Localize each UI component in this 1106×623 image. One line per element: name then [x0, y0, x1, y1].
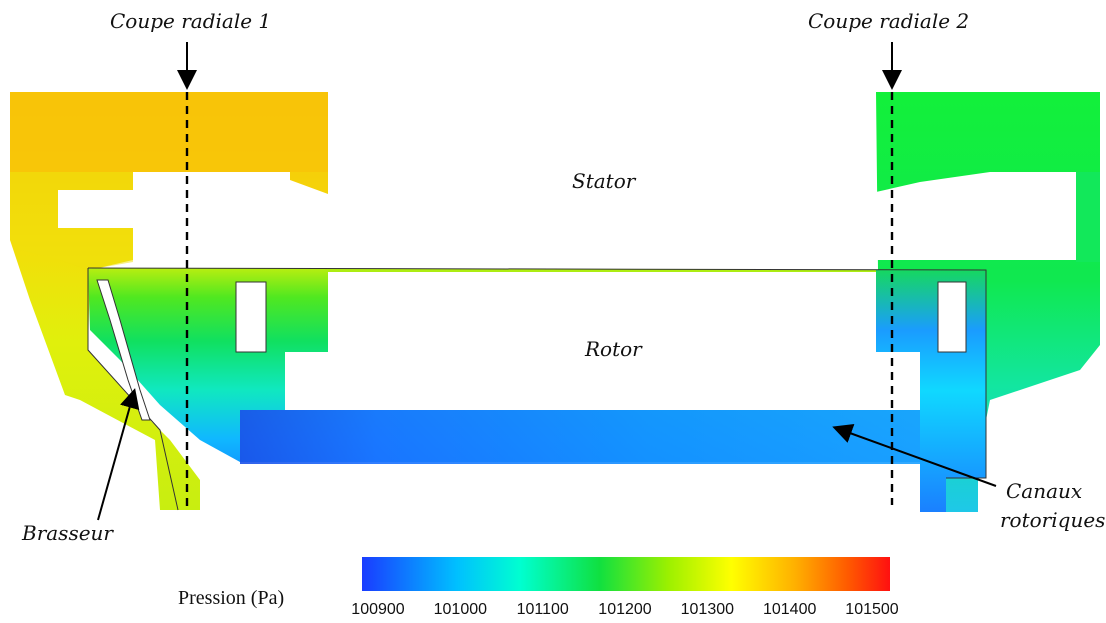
label-section-2: Coupe radiale 2 [808, 9, 969, 33]
label-channels-2: rotoriques [1000, 508, 1105, 532]
left-upper-block [10, 92, 328, 172]
left-housing [10, 92, 328, 510]
right-housing [876, 92, 1100, 512]
rotor-channel-field [240, 410, 920, 464]
colorbar-tick-label: 100900 [351, 601, 404, 618]
colorbar-ticks: 100900 101000 101100 101200 101300 101400 1015… [351, 601, 898, 618]
label-stator: Stator [572, 169, 637, 193]
colorbar-tick-label: 101200 [598, 601, 651, 618]
colorbar-title: Pression (Pa) [178, 587, 284, 609]
colorbar-tick-label: 101000 [434, 601, 487, 618]
left-slot [58, 210, 133, 228]
left-cavity [133, 172, 290, 262]
colorbar-tick-label: 101400 [763, 601, 816, 618]
label-stirrer: Brasseur [21, 521, 114, 545]
colorbar-tick-label: 101300 [681, 601, 734, 618]
right-vent [937, 281, 967, 353]
right-cavity-edge [1076, 172, 1100, 262]
label-channels-1: Canaux [1006, 479, 1082, 503]
channels-pointer [832, 424, 997, 487]
rotor-cavity [285, 272, 920, 410]
stirrer-blade [96, 279, 151, 421]
rotor-region [87, 267, 987, 512]
left-mid-shade [10, 172, 133, 270]
rotor-outline [87, 267, 987, 479]
label-section-1: Coupe radiale 1 [110, 9, 271, 33]
colorbar-ramp [362, 557, 890, 591]
label-rotor: Rotor [584, 337, 643, 361]
left-vent [235, 281, 267, 353]
right-cavity-top [876, 172, 1076, 192]
stirrer-pointer [97, 388, 140, 521]
right-cavity [876, 192, 1076, 260]
colorbar-tick-label: 101100 [517, 601, 569, 618]
colorbar-tick-label: 101500 [845, 601, 898, 618]
